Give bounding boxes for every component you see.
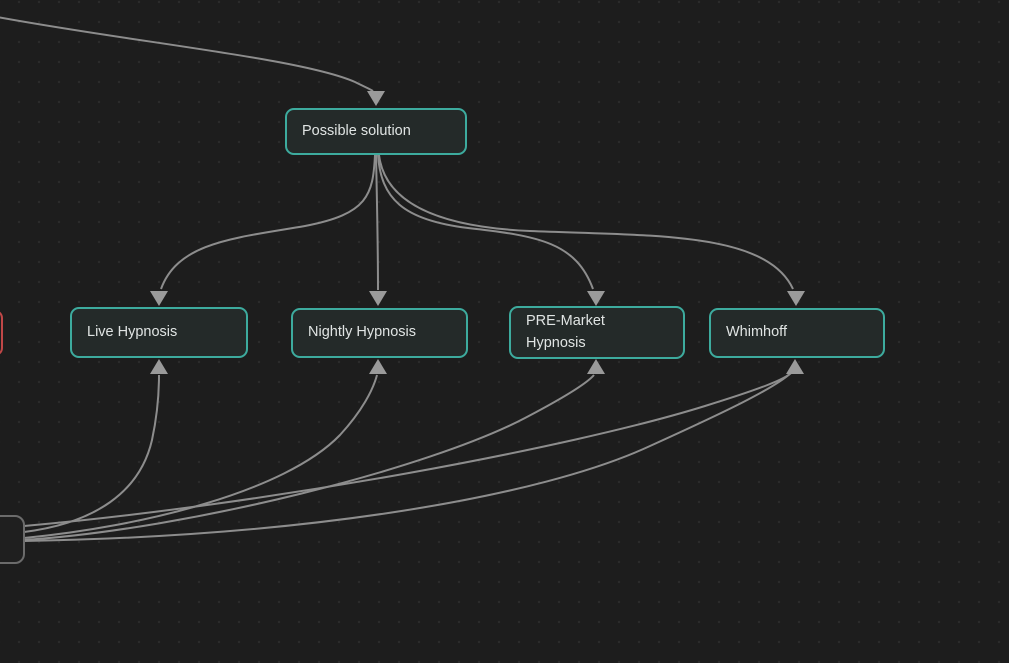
edge-possible-to-nightly[interactable] — [375, 154, 379, 291]
arrowhead-nightly-top — [369, 291, 387, 306]
arrowhead-possible-solution-top — [367, 91, 385, 106]
node-live-hypnosis[interactable]: Live Hypnosis — [70, 307, 248, 358]
edge-bottomnode-to-whimhoff-b[interactable] — [23, 372, 792, 542]
node-label: Live Hypnosis — [87, 323, 178, 340]
node-label: PRE-Market Hypnosis — [526, 313, 605, 351]
edge-possible-to-live[interactable] — [160, 154, 376, 290]
node-label: Possible solution — [302, 122, 411, 139]
edge-bottomnode-to-premarket[interactable] — [23, 374, 595, 541]
edge-bottomnode-to-nightly[interactable] — [23, 374, 378, 539]
edge-possible-to-whimhoff[interactable] — [378, 154, 794, 290]
arrowhead-live-bottom — [150, 359, 168, 374]
node-partial-bottom-left[interactable] — [0, 515, 25, 564]
arrowhead-nightly-bottom — [369, 359, 387, 374]
node-partial-red-left[interactable] — [0, 310, 3, 356]
node-whimhoff[interactable]: Whimhoff — [709, 308, 885, 358]
arrowhead-whimhoff-top — [787, 291, 805, 306]
arrowhead-premarket-top — [587, 291, 605, 306]
edge-bottomnode-to-whimhoff-a[interactable] — [23, 371, 793, 527]
arrowhead-whimhoff-bottom — [786, 359, 804, 374]
node-pre-market-hypnosis[interactable]: PRE-Market Hypnosis — [509, 306, 685, 359]
edge-bottomnode-to-live[interactable] — [23, 374, 160, 533]
node-label: Nightly Hypnosis — [308, 324, 416, 341]
node-possible-solution[interactable]: Possible solution — [285, 108, 467, 155]
node-nightly-hypnosis[interactable]: Nightly Hypnosis — [291, 308, 468, 358]
node-label: Whimhoff — [726, 324, 787, 341]
arrowhead-premarket-bottom — [587, 359, 605, 374]
edge-offscreen-to-possible-solution[interactable] — [0, 16, 374, 92]
arrowhead-live-top — [150, 291, 168, 306]
edge-possible-to-premarket[interactable] — [377, 154, 594, 290]
